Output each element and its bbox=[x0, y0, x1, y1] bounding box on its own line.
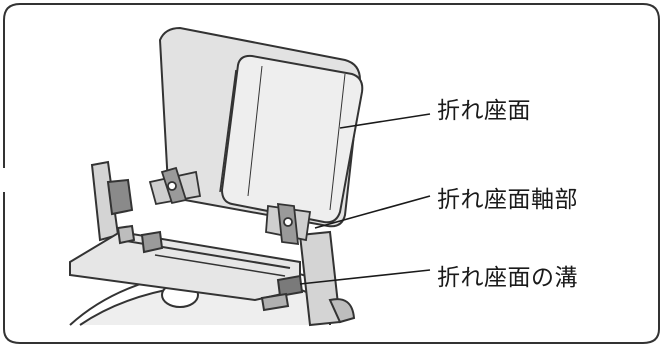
callout-label-folding-seat: 折れ座面 bbox=[437, 98, 531, 124]
callout-line-1 bbox=[339, 113, 431, 129]
right-hinge bbox=[265, 202, 312, 246]
frame-border bbox=[3, 3, 660, 344]
callout-line-2 bbox=[314, 195, 431, 229]
callout-line-3 bbox=[299, 269, 431, 285]
callout-label-folding-seat-groove: 折れ座面の溝 bbox=[437, 265, 578, 291]
callout-label-folding-seat-hinge: 折れ座面軸部 bbox=[437, 187, 578, 213]
left-hinge bbox=[148, 166, 202, 206]
folding-seat bbox=[158, 26, 364, 228]
seat-base-frame bbox=[69, 160, 356, 327]
